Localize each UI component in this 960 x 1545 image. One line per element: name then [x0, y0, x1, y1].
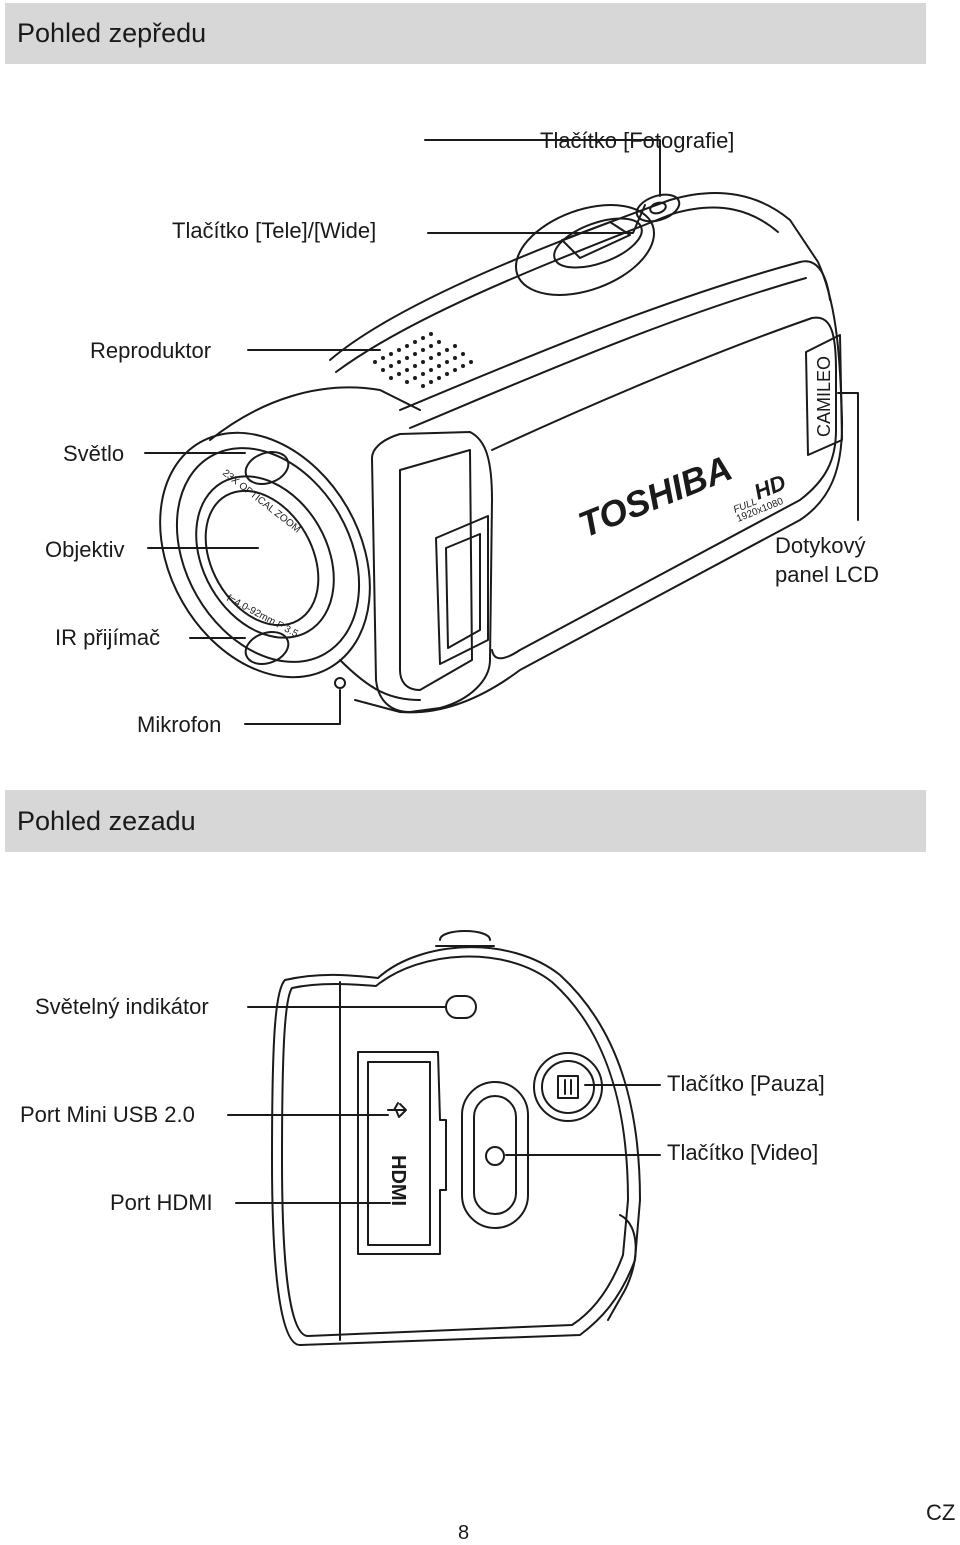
label-ir-receiver: IR přijímač — [55, 625, 161, 650]
front-view-title: Pohled zepředu — [17, 18, 207, 48]
back-view-header: Pohled zezadu — [5, 790, 926, 852]
label-lcd-line2: panel LCD — [775, 562, 879, 587]
front-camera-illustration: TOSHIBA CAMILEO HD FULL 1920x1080 23X OP… — [144, 139, 859, 725]
label-hdmi-port: Port HDMI — [110, 1190, 213, 1215]
label-pause-button: Tlačítko [Pauza] — [667, 1071, 825, 1096]
label-light: Světlo — [63, 441, 125, 466]
brand-logo: TOSHIBA — [573, 447, 738, 545]
hd-badge: HD — [751, 470, 790, 505]
hdmi-logo: HDMI — [387, 1155, 409, 1206]
label-microphone: Mikrofon — [137, 712, 222, 737]
model-logo: CAMILEO — [814, 356, 834, 437]
label-indicator: Světelný indikátor — [35, 994, 209, 1019]
label-video-button: Tlačítko [Video] — [667, 1140, 819, 1165]
label-lcd-line1: Dotykový — [775, 533, 866, 558]
label-lens: Objektiv — [45, 537, 125, 562]
back-view-title: Pohled zezadu — [17, 806, 196, 836]
label-speaker: Reproduktor — [90, 338, 212, 363]
label-usb-port: Port Mini USB 2.0 — [20, 1102, 195, 1127]
language-code: CZ — [926, 1500, 956, 1525]
label-zoom-button: Tlačítko [Tele]/[Wide] — [172, 218, 377, 243]
front-view-header: Pohled zepředu — [5, 3, 926, 64]
label-photo-button: Tlačítko [Fotografie] — [540, 128, 735, 153]
page-number: 8 — [458, 1522, 470, 1544]
